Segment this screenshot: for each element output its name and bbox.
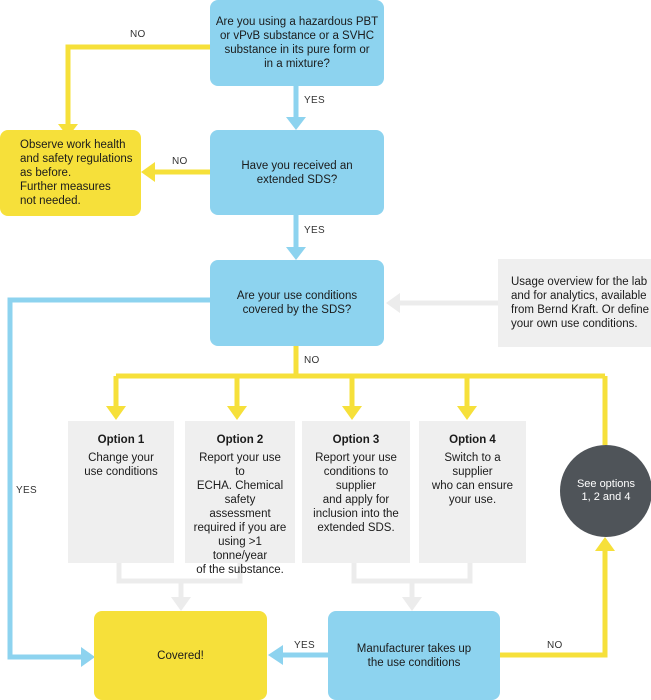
option-2-text: Report your use to ECHA. Chemical safety…	[193, 452, 287, 576]
label-yes-2: YES	[304, 225, 325, 236]
option-4-text: Switch to a supplier who can ensure your…	[431, 452, 514, 506]
question-hazardous-substance: Are you using a hazardous PBT or vPvB su…	[210, 0, 384, 86]
see-options-circle: See options 1, 2 and 4	[560, 445, 651, 537]
arrowhead-option-3	[342, 406, 362, 420]
manufacturer-takes-up: Manufacturer takes up the use conditions	[328, 611, 500, 700]
label-no-options: NO	[304, 355, 320, 366]
connector-options-34	[351, 563, 473, 584]
question-extended-sds: Have you received an extended SDS?	[210, 130, 384, 215]
option-2-box: Option 2 Report your use to ECHA. Chemic…	[185, 421, 295, 576]
arrowhead-usage-note	[386, 293, 400, 313]
result-covered: Covered!	[94, 611, 267, 700]
arrowhead-q2	[286, 117, 306, 130]
arrowhead-covered-right	[268, 645, 283, 665]
label-no-bottom: NO	[547, 640, 563, 651]
arrowhead-q3	[286, 247, 306, 260]
label-yes-left: YES	[16, 485, 37, 496]
arrowhead-observe-2	[141, 162, 155, 182]
option-1-text: Change your use conditions	[84, 452, 158, 478]
label-yes-bottom: YES	[294, 640, 315, 651]
arrowhead-see-options	[595, 537, 615, 551]
arrowhead-option-4	[457, 406, 477, 420]
arrowhead-covered-left	[81, 647, 95, 667]
option-1-title: Option 1	[97, 434, 145, 446]
arrow-manufacturer-no	[500, 548, 608, 658]
arrowhead-option-1	[106, 406, 126, 420]
label-no-observe: NO	[172, 156, 188, 167]
arrow-q3-yes	[7, 297, 210, 660]
option-4-title: Option 4	[449, 434, 496, 446]
question-use-conditions-covered: Are your use conditions covered by the S…	[210, 260, 384, 346]
label-yes-1: YES	[304, 95, 325, 106]
option-2-title: Option 2	[216, 434, 264, 446]
arrowhead-manufacturer-top	[402, 597, 422, 611]
label-no-top: NO	[130, 29, 146, 40]
option-3-box: Option 3 Report your use conditions to s…	[302, 421, 410, 563]
option-1-box: Option 1 Change your use conditions	[68, 421, 174, 563]
usage-overview-note: Usage overview for the lab and for analy…	[498, 259, 651, 347]
result-observe-regulations: Observe work health and safety regulatio…	[0, 130, 141, 216]
arrow-q1-no	[65, 44, 210, 128]
option-3-text: Report your use conditions to supplier a…	[313, 452, 399, 534]
option-3-title: Option 3	[332, 434, 380, 446]
arrowhead-option-2	[227, 406, 247, 420]
option-4-box: Option 4 Switch to a supplier who can en…	[419, 421, 526, 563]
arrowhead-covered-top	[171, 597, 191, 611]
